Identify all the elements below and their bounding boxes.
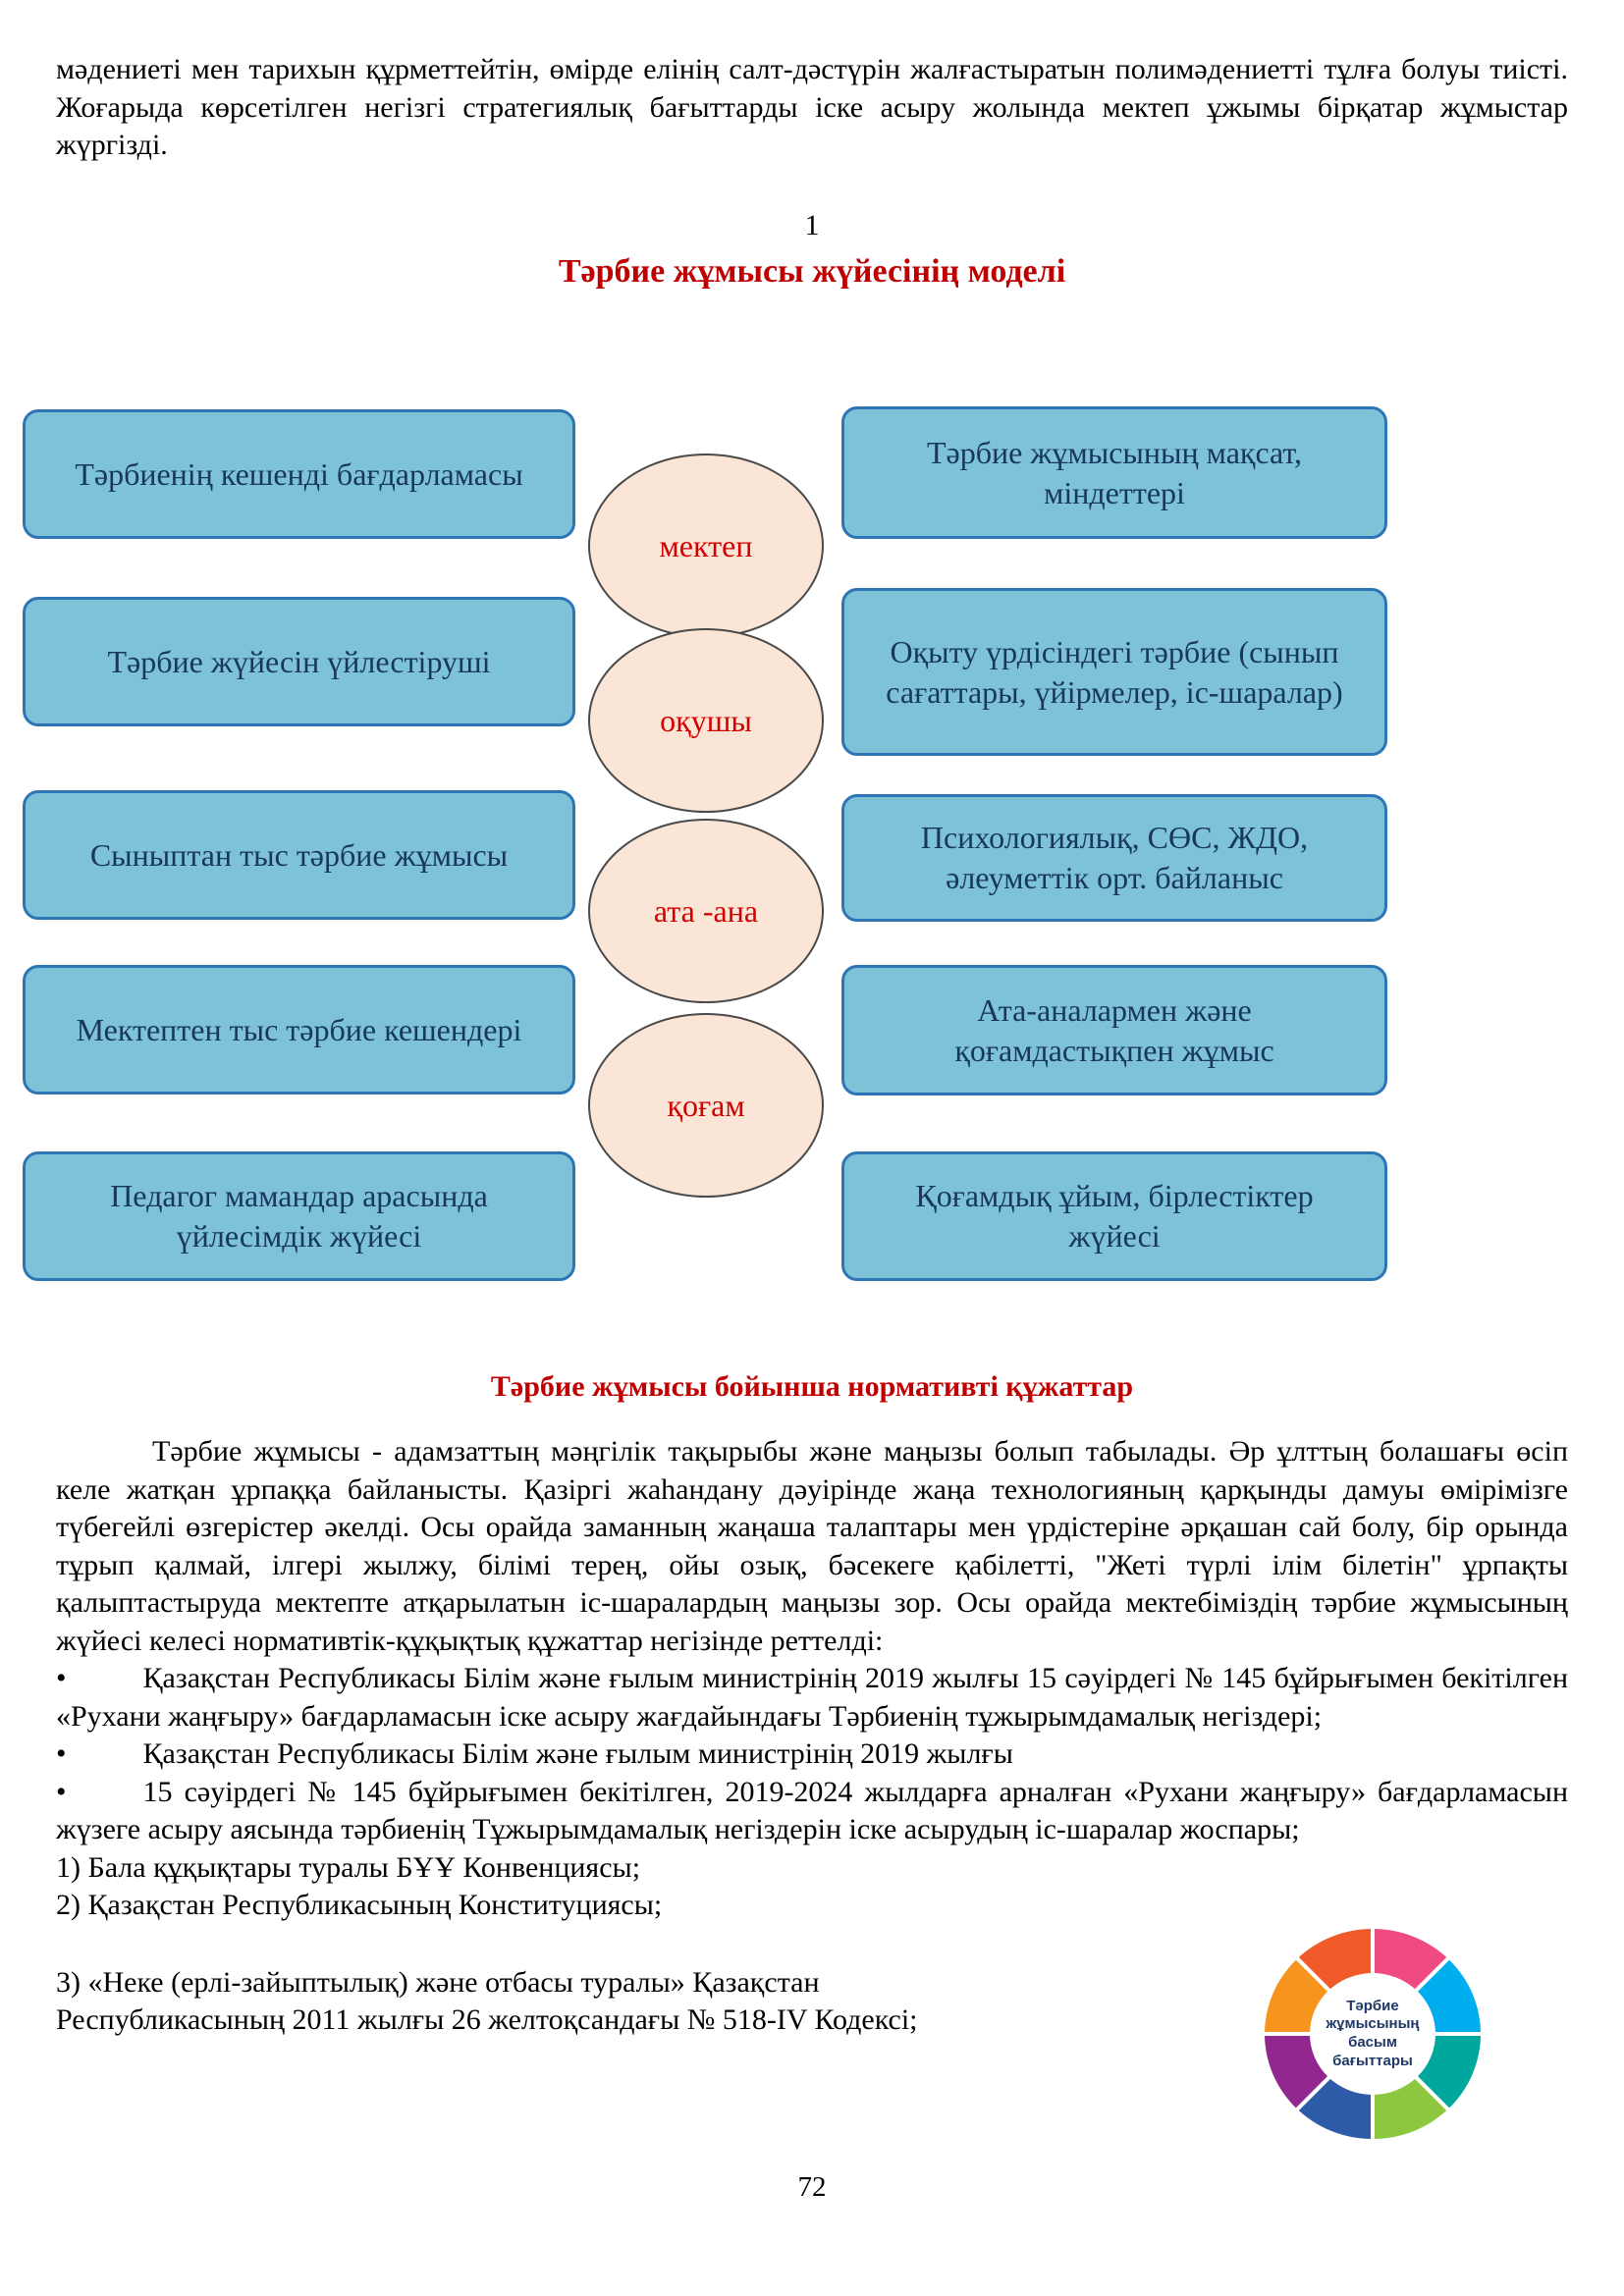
- diagram-box-label: Психологиялық, СӨС, ЖДО, әлеуметтік орт.…: [920, 820, 1309, 895]
- bullet-marker: •: [56, 1737, 67, 1770]
- footer-page-number: 72: [797, 2171, 827, 2203]
- diagram-box-right-3: Психологиялық, СӨС, ЖДО, әлеуметтік орт.…: [841, 794, 1387, 922]
- diagram-box-label: Сыныптан тыс тәрбие жұмысы: [89, 836, 509, 873]
- diagram-circle-label: мектеп: [659, 527, 753, 563]
- normative-docs-text: Тәрбие жұмысы - адамзаттың мәңгілік тақы…: [56, 1433, 1568, 2040]
- diagram-box-left-4: Мектептен тыс тәрбие кешендері: [23, 965, 575, 1095]
- diagram-box-label: Тәрбие жүйесін үйлестіруші: [107, 643, 491, 679]
- bullet-text: 15 сәуірдегі № 145 бұйрығымен бекітілген…: [56, 1775, 1568, 1846]
- diagram-circle-label: ата -ана: [653, 892, 759, 929]
- diagram-box-label: Қоғамдық ұйым, бірлестіктер жүйесі: [915, 1178, 1314, 1254]
- bullet-item-2: • Қазақстан Республикасы Білім және ғылым…: [56, 1735, 1568, 1774]
- bullet-text: Қазақстан Республикасы Білім және ғылым …: [56, 1662, 1568, 1733]
- diagram-circle-okushy: оқушы: [588, 628, 824, 813]
- numbered-item-3-line1: 3) «Неке (ерлі-зайыптылық) және отбасы т…: [56, 1965, 820, 1999]
- diagram-circle-mektep: мектеп: [588, 454, 824, 638]
- numbered-item-2: 2) Қазақстан Республикасының Конституция…: [56, 1889, 663, 1921]
- bullet-marker: •: [56, 1775, 67, 1808]
- diagram-circle-kogam: қоғам: [588, 1013, 824, 1198]
- diagram-box-left-1: Тәрбиенің кешенді бағдарламасы: [23, 409, 575, 539]
- diagram-box-right-5: Қоғамдық ұйым, бірлестіктер жүйесі: [841, 1151, 1387, 1281]
- bullet-text: Қазақстан Республикасы Білім және ғылым …: [142, 1737, 1013, 1770]
- model-title: Тәрбие жұмысы жүйесінің моделі: [558, 253, 1066, 290]
- bullet-item-1: •Қазақстан Республикасы Білім және ғылым…: [56, 1660, 1568, 1735]
- diagram-box-label: Тәрбиенің кешенді бағдарламасы: [75, 455, 523, 492]
- numbered-item-3-line2: Республикасының 2011 жылғы 26 желтоқсанд…: [56, 2003, 918, 2036]
- diagram-box-right-1: Тәрбие жұмысының мақсат, міндеттері: [841, 406, 1387, 539]
- diagram-circle-label: оқушы: [660, 702, 752, 738]
- section-paragraph: Тәрбие жұмысы - адамзаттың мәңгілік тақы…: [56, 1435, 1568, 1657]
- diagram-box-left-5: Педагог мамандар арасында үйлесімдік жүй…: [23, 1151, 575, 1281]
- figure-number: 1: [804, 209, 820, 241]
- diagram-box-label: Тәрбие жұмысының мақсат, міндеттері: [927, 434, 1302, 510]
- diagram-box-label: Мектептен тыс тәрбие кешендері: [76, 1011, 522, 1047]
- diagram-box-right-4: Ата-аналармен және қоғамдастықпен жұмыс: [841, 965, 1387, 1095]
- wheel-center-label: Тәрбие жұмысының басым бағыттары: [1310, 1973, 1435, 2095]
- diagram-box-label: Ата-аналармен және қоғамдастықпен жұмыс: [954, 991, 1274, 1068]
- diagram-box-left-3: Сыныптан тыс тәрбие жұмысы: [23, 790, 575, 920]
- bullet-marker: •: [56, 1662, 67, 1694]
- normative-docs-heading: Тәрбие жұмысы бойынша нормативті құжатта…: [490, 1370, 1134, 1403]
- bullet-item-3: •15 сәуірдегі № 145 бұйрығымен бекітілге…: [56, 1774, 1568, 1849]
- numbered-item-1: 1) Бала құқықтары туралы БҰҰ Конвенциясы…: [56, 1850, 641, 1884]
- diagram-box-right-2: Оқыту үрдісіндегі тәрбие (сынып сағаттар…: [841, 588, 1387, 756]
- diagram-box-label: Оқыту үрдісіндегі тәрбие (сынып сағаттар…: [886, 633, 1343, 710]
- priority-directions-figure: Тәрбие жұмысының басым бағыттары: [1225, 1920, 1520, 2148]
- diagram-circle-ata-ana: ата -ана: [588, 819, 824, 1003]
- diagram-box-label: Педагог мамандар арасында үйлесімдік жүй…: [110, 1178, 488, 1254]
- intro-paragraph: мәдениеті мен тарихын құрметтейтін, өмір…: [56, 53, 1568, 161]
- diagram-box-left-2: Тәрбие жүйесін үйлестіруші: [23, 597, 575, 726]
- diagram-circle-label: қоғам: [667, 1087, 745, 1123]
